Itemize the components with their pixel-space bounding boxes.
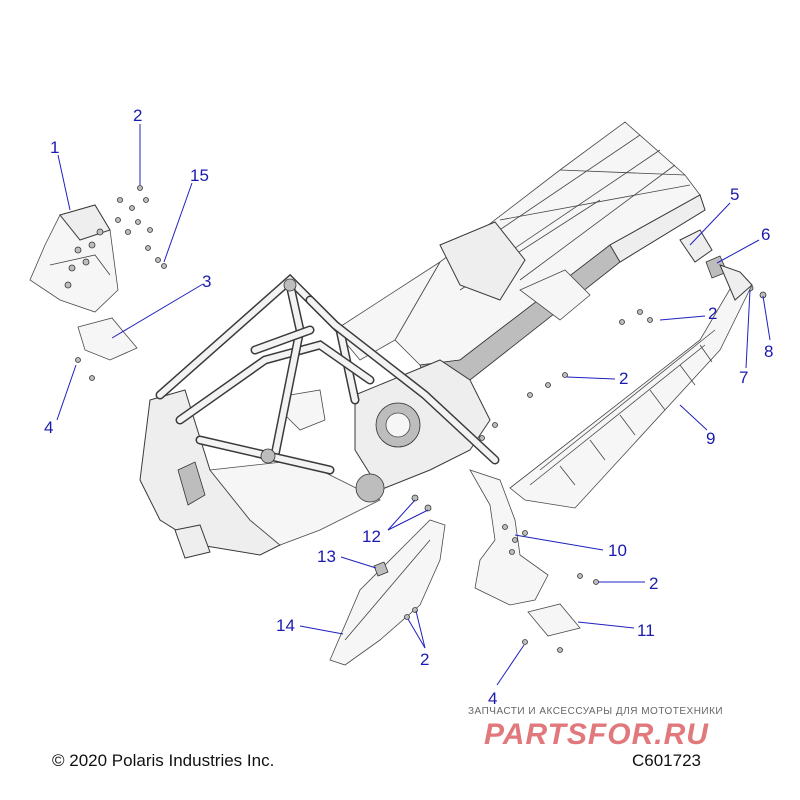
watermark-logo: PARTSFOR.RU bbox=[484, 718, 709, 751]
callout-14: 14 bbox=[276, 616, 295, 635]
part-12-13-hardware bbox=[373, 494, 432, 620]
callout-labels: 1 2 15 3 4 5 6 2 8 7 2 9 12 10 13 2 14 1… bbox=[44, 106, 773, 708]
callout-2-right-a: 2 bbox=[708, 304, 717, 323]
copyright-text: © 2020 Polaris Industries Inc. bbox=[52, 751, 275, 770]
callout-11: 11 bbox=[637, 621, 655, 640]
part-5-bracket bbox=[679, 229, 713, 263]
callout-2-bottom: 2 bbox=[420, 650, 429, 669]
callout-9: 9 bbox=[706, 429, 715, 448]
callout-1: 1 bbox=[50, 138, 59, 157]
part-10-side-panel bbox=[469, 469, 549, 606]
callout-2-top: 2 bbox=[133, 106, 142, 125]
callout-4-left: 4 bbox=[44, 418, 53, 437]
callout-3: 3 bbox=[202, 272, 211, 291]
callout-5: 5 bbox=[730, 185, 739, 204]
callout-12: 12 bbox=[362, 527, 381, 546]
callout-2-right-b: 2 bbox=[619, 369, 628, 388]
callout-15: 15 bbox=[190, 166, 209, 185]
callout-6: 6 bbox=[761, 225, 770, 244]
callout-8: 8 bbox=[764, 342, 773, 361]
callout-7: 7 bbox=[739, 368, 748, 387]
callout-4-bottom: 4 bbox=[488, 689, 497, 708]
part-3-cover-plate bbox=[77, 317, 138, 361]
fastener-cluster-right bbox=[479, 309, 653, 441]
part-14-lower-panel bbox=[329, 519, 446, 666]
part-1-skid-plate-front bbox=[29, 204, 119, 313]
callout-13: 13 bbox=[317, 547, 336, 566]
watermark-tagline: ЗАПЧАСТИ И АКСЕССУАРЫ ДЛЯ МОТОТЕХНИКИ bbox=[468, 706, 724, 717]
callout-10: 10 bbox=[608, 541, 627, 560]
part-11-cover-plate bbox=[522, 573, 599, 653]
leader-lines bbox=[56, 124, 771, 686]
fastener-cluster-top-left bbox=[75, 185, 167, 381]
drawing-number: C601723 bbox=[632, 751, 702, 770]
part-9-running-board bbox=[509, 264, 753, 509]
callout-2-right-c: 2 bbox=[649, 574, 658, 593]
tunnel-assembly bbox=[334, 121, 706, 396]
front-frame-assembly bbox=[139, 273, 500, 559]
